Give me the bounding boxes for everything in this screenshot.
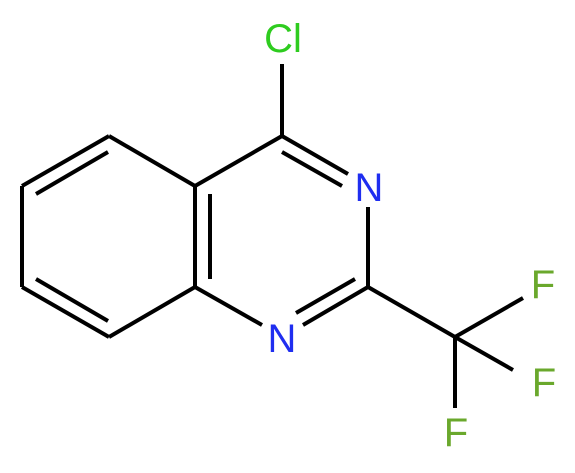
fluorine-bottom-atom-label: F — [444, 411, 468, 455]
bond-c2-n1-inner — [295, 277, 356, 315]
bond-c2-cf3 — [367, 285, 456, 339]
bond-c4-n3 — [281, 134, 349, 176]
bond-c8-c7-inner — [34, 277, 110, 323]
bond-c8-c7 — [21, 285, 110, 339]
bond-n1-c8a — [194, 285, 263, 327]
bonds — [20, 64, 524, 408]
bond-c2-n1 — [301, 285, 370, 327]
chlorine-atom-label: Cl — [264, 17, 302, 61]
atom-labels: Cl N N F F F — [264, 17, 556, 455]
bond-c6-c5 — [21, 134, 110, 188]
fluorine-middle-atom-label: F — [532, 361, 556, 405]
bond-c4a-c4 — [194, 134, 283, 188]
nitrogen-1-atom-label: N — [268, 317, 297, 361]
nitrogen-3-atom-label: N — [355, 166, 384, 210]
bond-cf3-f-mid — [454, 335, 514, 372]
bond-c8a-c8 — [107, 285, 197, 339]
bond-c6-c5-inner — [34, 150, 110, 196]
bond-c5-c4a — [107, 134, 197, 188]
fluorine-top-atom-label: F — [531, 263, 555, 307]
bond-cf3-f-top — [454, 296, 524, 339]
bond-c4-n3-inner — [281, 150, 343, 188]
